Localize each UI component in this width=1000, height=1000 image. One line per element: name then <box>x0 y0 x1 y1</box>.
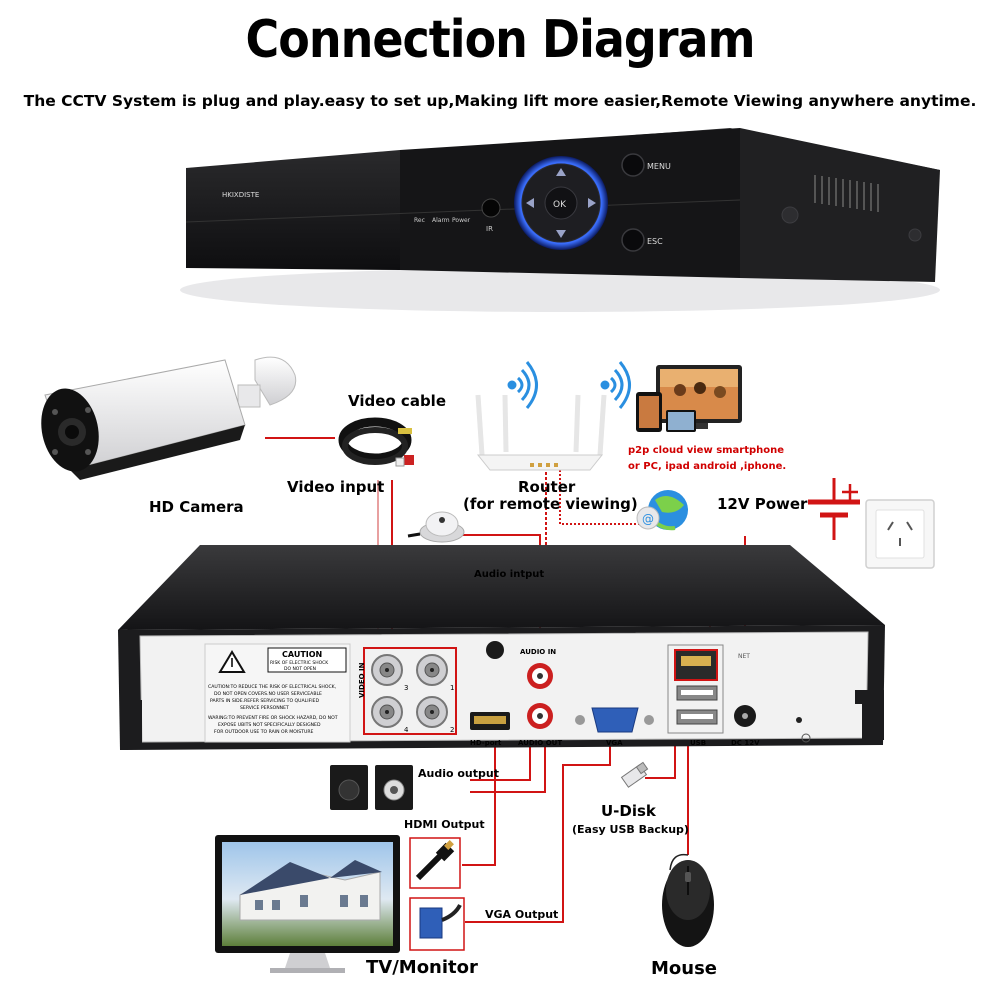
page-subtitle: The CCTV System is plug and play.easy to… <box>23 92 977 110</box>
caution-text-2: DO NOT OPEN COVERS.NO USER SERVICEABLE <box>214 691 322 697</box>
esc-label: ESC <box>647 237 663 246</box>
video-in-label: VIDEO IN <box>358 662 366 698</box>
caution-label: CAUTION RISK OF ELECTRIC SHOCK DO NOT OP… <box>204 643 351 743</box>
dvr-brand: HKIXDISTE <box>222 191 259 199</box>
hd-camera-label: HD Camera <box>149 498 244 516</box>
led-alarm-label: Alarm <box>432 217 450 224</box>
bnc-number-1: 1 <box>450 684 454 692</box>
caution-text-5: WARING:TO PREVENT FIRE OR SHOCK HAZARD, … <box>208 715 338 721</box>
arrow-down-icon[interactable] <box>556 230 566 238</box>
dvr-front-left-face <box>186 150 400 270</box>
tv-monitor-label: TV/Monitor <box>366 957 478 978</box>
video-in-ports: 3 1 4 2 VIDEO IN <box>358 647 457 735</box>
hd-port-label: HD-port <box>470 739 502 747</box>
video-cable-label: Video cable <box>348 392 446 410</box>
caution-sub-2: DO NOT OPEN <box>284 666 316 672</box>
audio-out-label: AUDIO OUT <box>518 739 562 747</box>
dvr-rear: CAUTION RISK OF ELECTRIC SHOCK DO NOT OP… <box>118 545 885 750</box>
router-label: Router <box>518 478 576 496</box>
bnc-number-2: 2 <box>450 726 454 734</box>
bnc-number-3: 3 <box>404 684 408 692</box>
bnc-number-4: 4 <box>404 726 409 734</box>
vga-output-cable <box>465 736 611 923</box>
microphone-icon <box>407 511 465 543</box>
caution-sub-1: RISK OF ELECTRIC SHOCK <box>270 660 329 666</box>
vga-output-label: VGA Output <box>485 908 559 921</box>
internet-globe-icon: @ <box>636 490 688 531</box>
usb-label: USB <box>690 739 706 747</box>
mouse-icon <box>662 853 714 947</box>
wifi-icon <box>507 361 538 409</box>
video-input-label: Video input <box>287 478 385 496</box>
ir-label: IR <box>486 225 493 233</box>
dvr-front: HKIXDISTE Rec Alarm Power IR OK MENU ESC <box>180 128 940 312</box>
dvr-rear-top <box>118 545 885 630</box>
arrow-up-icon[interactable] <box>556 168 566 176</box>
svg-text:@: @ <box>642 512 654 526</box>
hdmi-cable-icon <box>409 837 461 889</box>
ir-sensor-icon <box>481 198 501 218</box>
menu-button[interactable] <box>621 153 645 177</box>
dc-12v-label: DC 12V <box>731 739 760 747</box>
caution-text-4: SERVICE PERSONNET <box>240 705 289 711</box>
dvr-front-right-face <box>740 128 940 282</box>
audio-input-label: Audio intput <box>474 569 545 580</box>
audio-in-label: AUDIO IN <box>520 648 556 656</box>
menu-label: MENU <box>647 162 671 171</box>
led-power-label: Power <box>452 217 471 224</box>
wall-socket-icon <box>865 499 935 569</box>
caution-text-1: CAUTION:TO REDUCE THE RISK OF ELECTRICAL… <box>208 684 337 690</box>
ok-button[interactable] <box>544 186 578 220</box>
net-label: NET <box>738 653 750 660</box>
caution-text-3: PARTS IN SIDE.REFER SERVICING TO QUALIFI… <box>210 698 319 704</box>
arrow-left-icon[interactable] <box>526 198 534 208</box>
vga-cable-icon <box>409 897 465 951</box>
p2p-label-line-1: p2p cloud view smartphone <box>628 445 785 456</box>
router-icon <box>475 394 607 471</box>
caution-text-7: FOR OUTDOOR USE TO RAIN OR MOISTURE <box>214 729 314 735</box>
tv-monitor-icon <box>215 835 400 973</box>
ok-label: OK <box>553 200 567 210</box>
hdmi-output-cable <box>462 745 496 866</box>
p2p-label-line-2: or PC, ipad android ,iphone. <box>628 461 787 472</box>
arrow-right-icon[interactable] <box>588 198 596 208</box>
usb-disk-icon <box>620 761 649 788</box>
power-12v-label: 12V Power <box>717 495 808 513</box>
remote-devices-icon <box>636 365 742 432</box>
video-cable-icon <box>338 417 414 467</box>
caution-text-6: EXPOSE UBITS NOT SPECIFICALLY DESIGNED <box>218 722 321 728</box>
power-symbol-icon <box>808 478 860 540</box>
wifi-icon-2 <box>600 361 631 409</box>
router-internet-cable <box>559 470 640 525</box>
u-disk-sub-label: (Easy USB Backup) <box>572 823 689 836</box>
vent-grille <box>814 175 879 212</box>
audio-output-label: Audio output <box>418 767 499 780</box>
led-rec-label: Rec <box>414 217 425 224</box>
caution-title: CAUTION <box>282 650 322 659</box>
hd-camera-icon <box>41 356 297 480</box>
vga-label: VGA <box>606 739 623 747</box>
speakers-icon <box>330 765 413 810</box>
page-title: Connection Diagram <box>245 8 755 70</box>
u-disk-label: U-Disk <box>601 802 656 820</box>
mouse-label: Mouse <box>651 958 718 979</box>
vga-port[interactable] <box>591 707 639 733</box>
router-sub-label: (for remote viewing) <box>463 495 638 513</box>
esc-button[interactable] <box>621 228 645 252</box>
hdmi-output-label: HDMI Output <box>404 818 485 831</box>
